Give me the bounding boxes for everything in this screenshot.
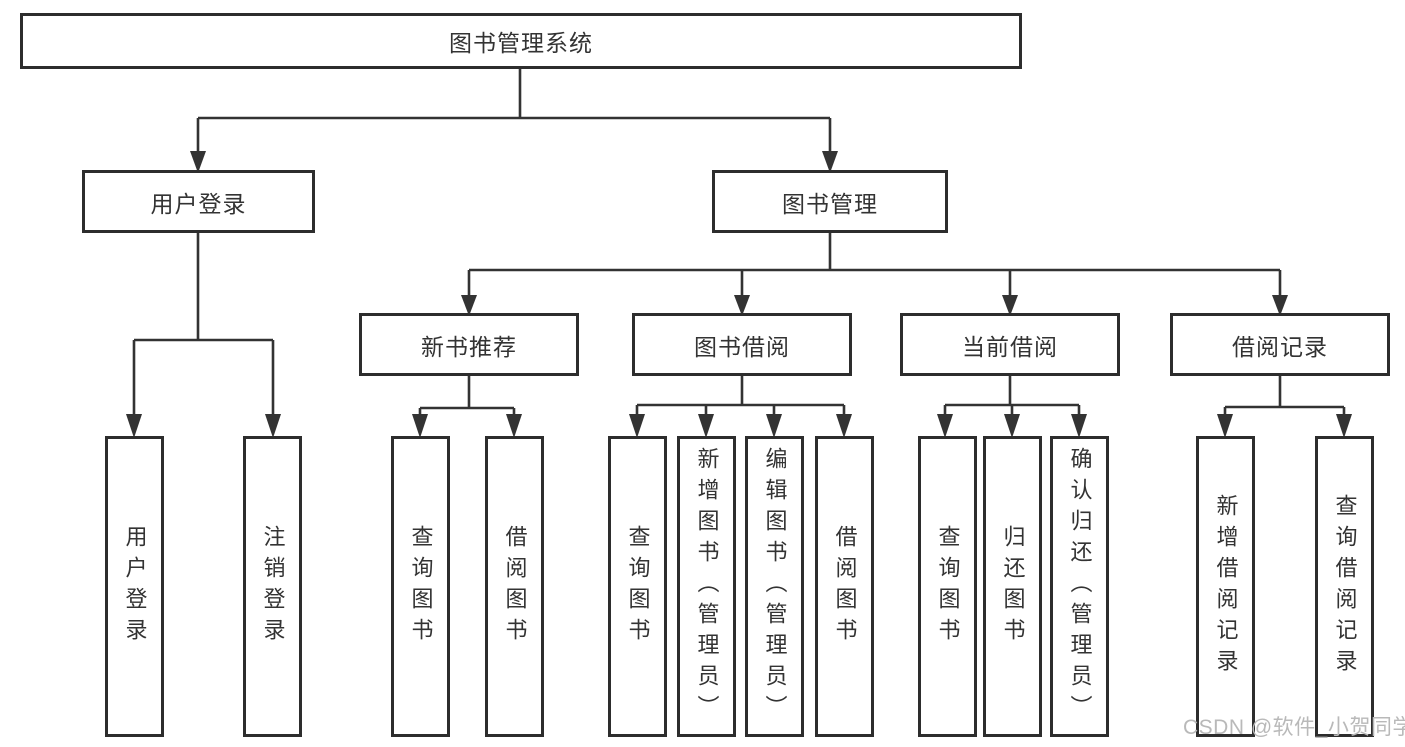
leaf-borrow-books: 借阅图书 <box>815 436 874 737</box>
leaf-query-books-recommend: 查询图书 <box>391 436 450 737</box>
branch-book-borrow <box>629 376 852 438</box>
node-root-label: 图书管理系统 <box>449 30 593 56</box>
branch-root <box>190 69 838 173</box>
branch-book-management <box>461 233 1288 316</box>
node-root: 图书管理系统 <box>20 13 1022 69</box>
leaf-query-borrow-record-label: 查询借阅记录 <box>1332 493 1358 680</box>
node-borrow-records: 借阅记录 <box>1170 313 1390 376</box>
leaf-borrow-books-label: 借阅图书 <box>832 524 858 649</box>
branch-user-login <box>126 233 281 438</box>
node-book-borrow-label: 图书借阅 <box>694 333 790 360</box>
leaf-return-books: 归还图书 <box>983 436 1042 737</box>
leaf-borrow-books-recommend-label: 借阅图书 <box>502 524 528 649</box>
leaf-edit-books-admin: 编辑图书（管理员） <box>745 436 804 737</box>
leaf-query-books-borrow-label: 查询图书 <box>625 524 651 649</box>
leaf-user-login-label: 用户登录 <box>122 524 148 649</box>
branch-borrow-records <box>1217 376 1352 438</box>
leaf-confirm-return-admin-label: 确认归还（管理员） <box>1067 447 1093 726</box>
leaf-confirm-return-admin: 确认归还（管理员） <box>1050 436 1109 737</box>
leaf-borrow-books-recommend: 借阅图书 <box>485 436 544 737</box>
node-borrow-records-label: 借阅记录 <box>1232 333 1328 360</box>
csdn-watermark: CSDN @软件_小贺同学 <box>1183 716 1405 739</box>
leaf-add-books-admin-label: 新增图书（管理员） <box>694 447 720 726</box>
leaf-edit-books-admin-label: 编辑图书（管理员） <box>762 447 788 726</box>
branch-current-borrow <box>937 376 1087 438</box>
leaf-add-borrow-record-label: 新增借阅记录 <box>1213 493 1239 680</box>
leaf-logout-label: 注销登录 <box>260 524 286 649</box>
leaf-add-borrow-record: 新增借阅记录 <box>1196 436 1255 737</box>
node-current-borrow-label: 当前借阅 <box>962 333 1058 360</box>
node-book-management: 图书管理 <box>712 170 948 233</box>
leaf-query-borrow-record: 查询借阅记录 <box>1315 436 1374 737</box>
leaf-query-books-recommend-label: 查询图书 <box>408 524 434 649</box>
leaf-user-login: 用户登录 <box>105 436 164 737</box>
branch-new-book-recommend <box>412 376 522 438</box>
leaf-return-books-label: 归还图书 <box>1000 524 1026 649</box>
leaf-query-books-borrow: 查询图书 <box>608 436 667 737</box>
node-user-login: 用户登录 <box>82 170 315 233</box>
leaf-query-books-current: 查询图书 <box>918 436 977 737</box>
leaf-query-books-current-label: 查询图书 <box>935 524 961 649</box>
node-current-borrow: 当前借阅 <box>900 313 1120 376</box>
node-user-login-label: 用户登录 <box>150 190 247 217</box>
node-book-management-label: 图书管理 <box>782 190 878 217</box>
node-new-book-recommend-label: 新书推荐 <box>421 333 517 360</box>
leaf-logout: 注销登录 <box>243 436 302 737</box>
node-book-borrow: 图书借阅 <box>632 313 852 376</box>
leaf-add-books-admin: 新增图书（管理员） <box>677 436 736 737</box>
node-new-book-recommend: 新书推荐 <box>359 313 579 376</box>
